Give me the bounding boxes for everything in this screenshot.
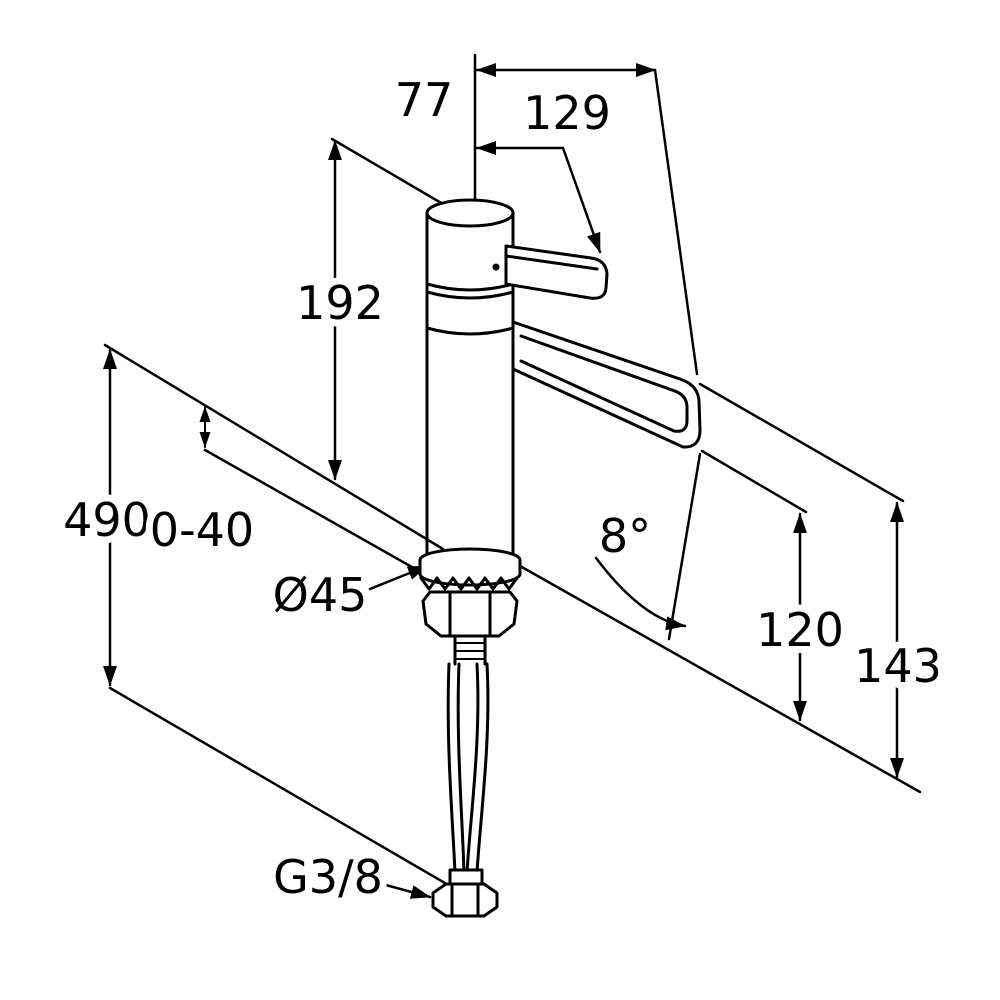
supply-end-plane-line — [108, 686, 464, 895]
connection-nut — [431, 882, 499, 918]
cap-ring-upper — [425, 282, 515, 292]
hose-left-inner — [456, 662, 466, 874]
handle-reach-dim-label: 77 — [395, 73, 454, 127]
spout-reach-dim-label: 129 — [523, 86, 611, 140]
base-diameter-leader — [368, 564, 429, 591]
dimension-labels: 77 129 192 490 0-40 Ø45 8° 120 143 G3/8 — [56, 66, 949, 911]
spout-tip-height-dim-label: 143 — [854, 639, 942, 693]
cap-ring-lower — [425, 290, 515, 300]
spout-angle-arc — [594, 556, 687, 631]
dimension-lines — [103, 53, 922, 899]
cap-top — [425, 198, 515, 228]
hose-right-inner — [465, 662, 480, 874]
temperature-marker-dot — [492, 263, 500, 271]
cap-top-extension — [330, 137, 450, 209]
spout-angle-reference-line — [667, 452, 702, 641]
faucet-drawing — [418, 198, 702, 918]
countertop-plane-line — [103, 343, 445, 551]
spout-top-extension — [698, 382, 905, 503]
spout-tip-extension-up — [653, 68, 699, 376]
spout-collar-ring — [425, 326, 515, 336]
deck-thickness-dim-label: 0-40 — [150, 503, 254, 557]
spout — [511, 320, 702, 449]
height-above-deck-dim-label: 192 — [296, 276, 384, 330]
outlet-extension — [700, 449, 808, 514]
outlet-height-dim-label: 120 — [756, 603, 844, 657]
mounting-nut — [421, 590, 519, 638]
countertop-plane-extension-right — [518, 564, 922, 794]
hose-left-outer — [446, 662, 457, 874]
base-diameter-dim-label: Ø45 — [273, 568, 368, 622]
thread-leader — [380, 882, 432, 899]
supply-length-dim-label: 490 — [63, 493, 151, 547]
hose-collar — [448, 868, 484, 886]
spout-angle-dim-label: 8° — [599, 509, 651, 563]
deck-underside-plane-line — [203, 448, 444, 586]
shank-threads — [454, 642, 486, 660]
spout-inner-panel — [519, 334, 689, 433]
connection-thread-dim-label: G3/8 — [273, 850, 383, 904]
handle-tip-leader — [561, 146, 602, 254]
handle-lever — [504, 244, 609, 300]
hose-right-outer — [475, 662, 490, 874]
seal-gasket — [419, 576, 519, 591]
handle-edge-line — [504, 254, 599, 271]
